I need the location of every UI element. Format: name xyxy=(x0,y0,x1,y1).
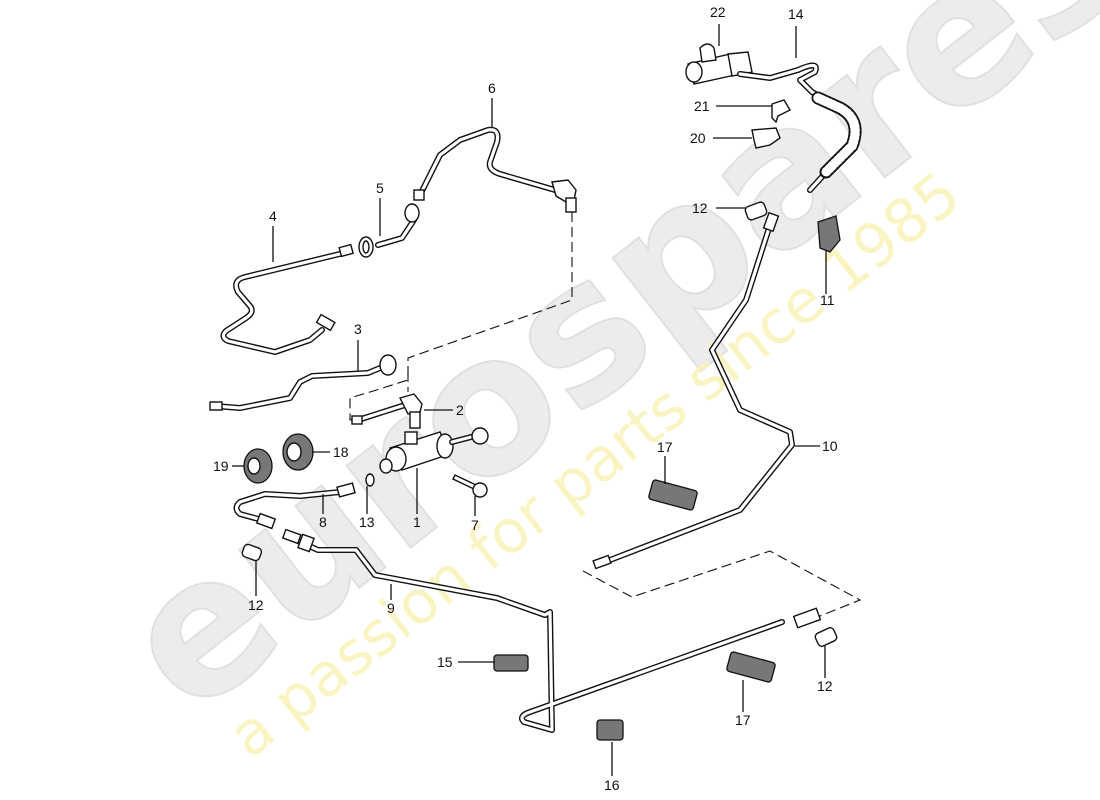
callout-13[interactable]: 13 xyxy=(359,514,375,530)
holder-21 xyxy=(771,99,791,124)
callout-21[interactable]: 21 xyxy=(694,98,710,114)
holder-11 xyxy=(817,215,841,253)
callout-10[interactable]: 10 xyxy=(822,438,838,454)
callout-12-right[interactable]: 12 xyxy=(817,678,833,694)
callout-17-lower[interactable]: 17 xyxy=(735,712,751,728)
clip-15 xyxy=(493,654,529,672)
connector-sleeve-12c xyxy=(814,627,838,647)
callout-6[interactable]: 6 xyxy=(488,80,496,96)
callout-17-upper[interactable]: 17 xyxy=(657,439,673,455)
assembly-dashed-lines xyxy=(349,212,862,621)
callout-14[interactable]: 14 xyxy=(788,6,804,22)
callout-1[interactable]: 1 xyxy=(413,514,421,530)
line-4 xyxy=(220,243,354,355)
callout-15[interactable]: 15 xyxy=(437,654,453,670)
master-cylinder-1 xyxy=(379,427,489,474)
callout-9[interactable]: 9 xyxy=(387,600,395,616)
line-8 xyxy=(233,482,356,530)
callout-7[interactable]: 7 xyxy=(471,517,479,533)
line-6 xyxy=(413,126,577,213)
callout-18[interactable]: 18 xyxy=(333,444,349,460)
clip-17b xyxy=(726,651,776,683)
line-10 xyxy=(592,211,795,570)
line-9 xyxy=(281,528,822,733)
connector-sleeve-12a xyxy=(744,201,768,221)
grommet-18 xyxy=(282,433,314,471)
callout-3[interactable]: 3 xyxy=(354,321,362,337)
callout-19[interactable]: 19 xyxy=(213,458,229,474)
bracket-20 xyxy=(751,127,781,149)
hose-5 xyxy=(358,203,420,258)
callout-16[interactable]: 16 xyxy=(604,777,620,793)
clip-17a xyxy=(648,479,698,511)
grommet-19 xyxy=(243,448,273,484)
callout-labels: 22 14 21 20 6 5 4 12 11 3 2 18 19 17 10 … xyxy=(213,4,838,793)
callout-2[interactable]: 2 xyxy=(456,402,464,418)
callout-12-top[interactable]: 12 xyxy=(692,200,708,216)
leader-lines xyxy=(232,24,827,776)
hose-2 xyxy=(351,393,423,429)
seal-ring-13 xyxy=(365,473,375,487)
slave-cylinder-22 xyxy=(685,43,753,85)
watermark-logo: eurospares xyxy=(82,0,1100,755)
hose-line-14 xyxy=(737,62,862,193)
callout-20[interactable]: 20 xyxy=(690,130,706,146)
line-3 xyxy=(209,354,397,411)
bolt-7 xyxy=(452,474,488,498)
callout-12-left[interactable]: 12 xyxy=(248,597,264,613)
callout-5[interactable]: 5 xyxy=(376,180,384,196)
callout-8[interactable]: 8 xyxy=(319,514,327,530)
clip-16 xyxy=(596,719,624,741)
callout-22[interactable]: 22 xyxy=(710,4,726,20)
watermark: eurospares a passion for parts since 198… xyxy=(81,0,1100,772)
callout-11[interactable]: 11 xyxy=(820,292,835,308)
callout-4[interactable]: 4 xyxy=(269,208,277,224)
connector-sleeve-12b xyxy=(241,543,263,562)
